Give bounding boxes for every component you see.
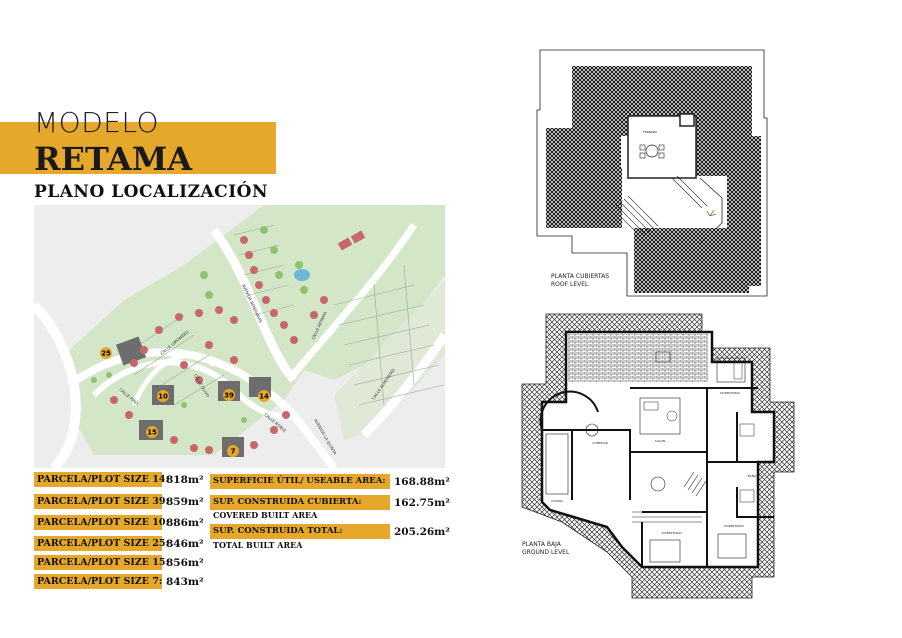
roof-plan-caption: PLANTA CUBIERTAS ROOF LEVEL [551,273,610,288]
plot-marker-15: 15 [147,429,157,437]
plot-size-label: PARCELA/PLOT SIZE 39: [34,494,169,509]
covered-area-value: 162.75m² [394,496,450,509]
useable-area-value: 168.88m² [394,475,450,488]
plot-size-value: 859m² [166,495,204,508]
plot-marker-7: 7 [231,448,236,456]
plot-size-label: PARCELA/PLOT SIZE 15: [34,555,169,570]
total-area-value: 205.26m² [394,525,450,538]
plot-size-value: 886m² [166,516,204,529]
room-label: BAÑO [748,473,757,478]
plot-size-label: PARCELA/PLOT SIZE 14: [34,472,169,487]
roof-plan-drawing: TERRAZA [536,49,768,297]
plot-size-row: PARCELA/PLOT SIZE 7: 843m² [34,574,204,589]
total-area-label: SUP. CONSTRUIDA TOTAL: [210,524,390,539]
plot-marker-25: 25 [101,350,111,358]
model-name: RETAMA [34,140,193,178]
room-label: SALON [655,439,665,443]
room-label: DORMITORIO [720,391,740,395]
room-label: COMEDOR [592,441,608,445]
plot-size-label: PARCELA/PLOT SIZE 7: [34,574,162,589]
area-row: SUP. CONSTRUIDA TOTAL: 205.26m² [210,524,450,539]
site-plan: 25 10 39 14 15 7 AVENIDA BENAHAVIS CALLE… [34,205,445,468]
plot-size-label: PARCELA/PLOT SIZE 25: [34,536,169,551]
area-row: SUP. CONSTRUIDA CUBIERTA: 162.75m² [210,495,450,510]
location-plan-title: PLANO LOCALIZACIÓN [34,182,269,202]
plot-size-value: 856m² [166,556,204,569]
useable-area-label: SUPERFICIE ÚTIL/ USEABLE AREA: [210,474,390,489]
room-label: DORMITORIO [662,531,682,535]
plot-size-row: PARCELA/PLOT SIZE 39: 859m² [34,494,204,509]
plot-size-value: 846m² [166,537,204,550]
plot-size-label: PARCELA/PLOT SIZE 10: [34,515,169,530]
plot-size-value: 818m² [166,473,204,486]
room-label: DORMITORIO [724,524,744,528]
ground-plan-caption: PLANTA BAJA GROUND LEVEL [522,541,570,556]
covered-area-label: SUP. CONSTRUIDA CUBIERTA: [210,495,390,510]
area-row: SUPERFICIE ÚTIL/ USEABLE AREA: 168.88m² [210,474,450,489]
plot-size-row: PARCELA/PLOT SIZE 14: 818m² [34,472,204,487]
plot-size-value: 843m² [166,575,204,588]
plot-size-row: PARCELA/PLOT SIZE 15: 856m² [34,555,204,570]
plot-marker-39: 39 [224,392,234,400]
plot-marker-14: 14 [259,393,269,401]
plot-marker-10: 10 [158,393,168,401]
roof-terrace-label: TERRAZA [642,130,658,134]
ground-floor-plan-drawing: DORMITORIO SALON COCINA COMEDOR BAÑO DOR… [521,313,795,599]
total-area-sublabel: TOTAL BUILT AREA [213,540,303,550]
plot-size-row: PARCELA/PLOT SIZE 25: 846m² [34,536,204,551]
model-label: MODELO [34,106,160,139]
title-accent-bar [0,122,276,174]
covered-area-sublabel: COVERED BUILT AREA [213,510,318,520]
room-label: COCINA [551,499,564,503]
plot-size-row: PARCELA/PLOT SIZE 10: 886m² [34,515,204,530]
